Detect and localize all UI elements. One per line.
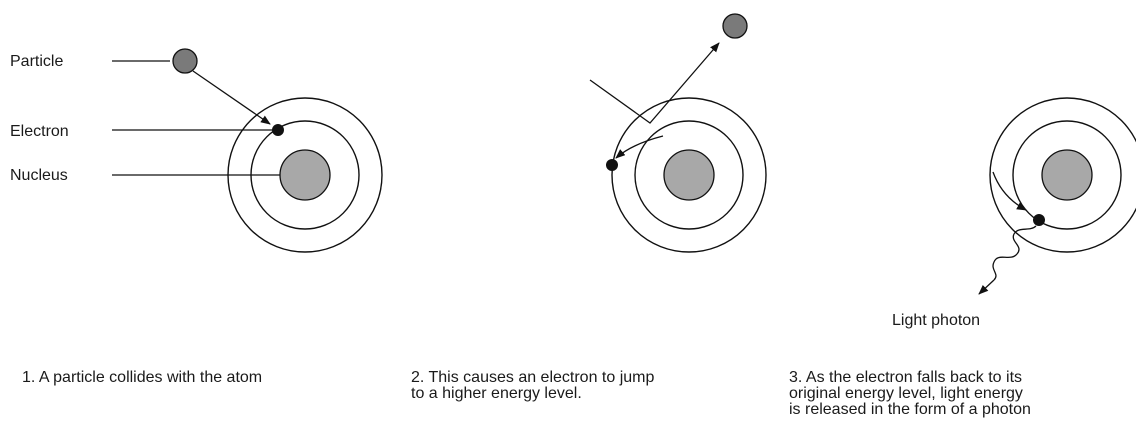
caption-panel-3-line-1: 3. As the electron falls back to its bbox=[789, 369, 1022, 386]
deflected-particle-path bbox=[589, 42, 720, 124]
caption-panel-2-line-1: 2. This causes an electron to jump bbox=[411, 369, 654, 386]
inner-orbit bbox=[1012, 120, 1122, 230]
caption-panel-1-line-1: 1. A particle collides with the atom bbox=[22, 369, 262, 386]
excited-electron bbox=[606, 159, 618, 171]
outer-orbit bbox=[989, 97, 1136, 253]
caption-panel-3-line-3: is released in the form of a photon bbox=[789, 401, 1031, 418]
inner-orbit bbox=[250, 120, 360, 230]
photon-arrow bbox=[978, 279, 995, 295]
electron-jump-arrow bbox=[615, 135, 664, 159]
nucleus-label: Nucleus bbox=[10, 167, 68, 184]
caption-panel-3-line-2: original energy level, light energy bbox=[789, 385, 1023, 402]
nucleus bbox=[663, 149, 715, 201]
outer-orbit bbox=[227, 97, 383, 253]
photon-wave bbox=[992, 225, 1037, 281]
panel-2: 2. This causes an electron to jump to a … bbox=[411, 13, 767, 402]
caption-panel-2-line-2: to a higher energy level. bbox=[411, 385, 582, 402]
nucleus bbox=[279, 149, 331, 201]
particle-label: Particle bbox=[10, 53, 63, 70]
photon-label: Light photon bbox=[892, 312, 980, 329]
panel-3: Light photon 3. As the electron falls ba… bbox=[789, 97, 1136, 418]
panel-1: Particle Electron Nucleus 1. A particle … bbox=[10, 48, 383, 386]
collision-arrow bbox=[192, 70, 271, 125]
electron bbox=[272, 124, 284, 136]
electron-label: Electron bbox=[10, 123, 69, 140]
outer-orbit bbox=[611, 97, 767, 253]
inner-orbit bbox=[634, 120, 744, 230]
deflected-particle bbox=[722, 13, 748, 39]
incoming-particle bbox=[172, 48, 198, 74]
relaxed-electron bbox=[1033, 214, 1045, 226]
electron-fall-arrow bbox=[992, 171, 1027, 211]
nucleus bbox=[1041, 149, 1093, 201]
